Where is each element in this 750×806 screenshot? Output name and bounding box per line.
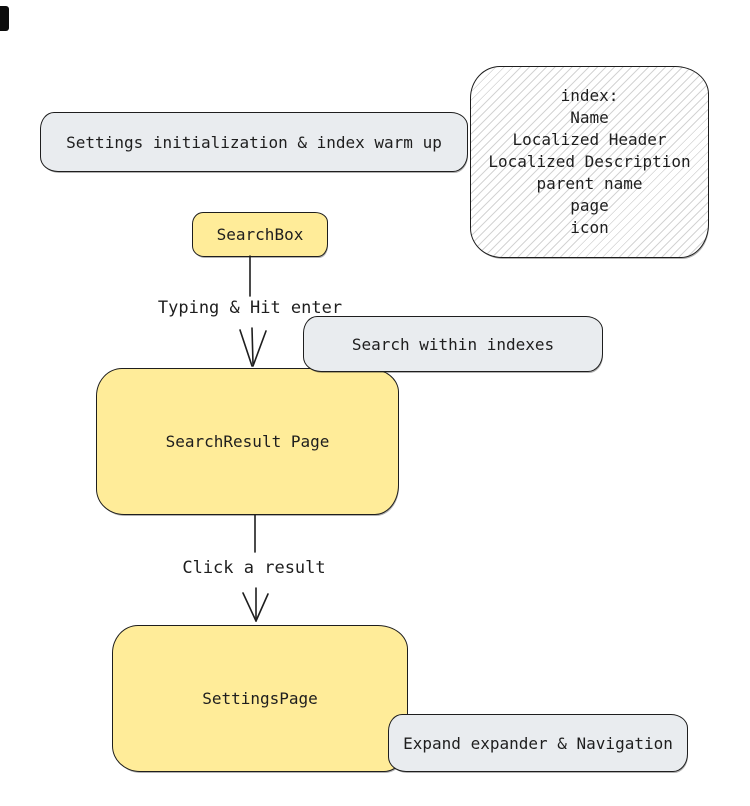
index-info-line: index: bbox=[560, 86, 619, 105]
node-expand-navigation: Expand expander & Navigation bbox=[388, 714, 688, 772]
node-searchresult-page: SearchResult Page bbox=[96, 368, 399, 515]
arrow-click-down bbox=[242, 514, 269, 622]
arrow-typing-down bbox=[239, 255, 267, 367]
node-searchbox: SearchBox bbox=[192, 212, 328, 257]
node-settings-initialization: Settings initialization & index warm up bbox=[40, 112, 468, 172]
index-info-line: parent name bbox=[536, 174, 643, 193]
edge-label-typing: Typing & Hit enter bbox=[157, 298, 343, 318]
offscreen-shape-fragment bbox=[0, 6, 9, 31]
index-info-line: Localized Description bbox=[488, 152, 691, 171]
node-index-info: index: Name Localized Header Localized D… bbox=[470, 66, 709, 258]
index-info-line: page bbox=[570, 196, 609, 215]
index-info-line: Localized Header bbox=[512, 130, 667, 149]
index-info-line: icon bbox=[570, 218, 609, 237]
node-search-within-indexes: Search within indexes bbox=[303, 316, 603, 372]
index-info-line: Name bbox=[570, 108, 609, 127]
edge-label-click: Click a result bbox=[182, 558, 326, 578]
node-settings-page: SettingsPage bbox=[112, 625, 408, 772]
